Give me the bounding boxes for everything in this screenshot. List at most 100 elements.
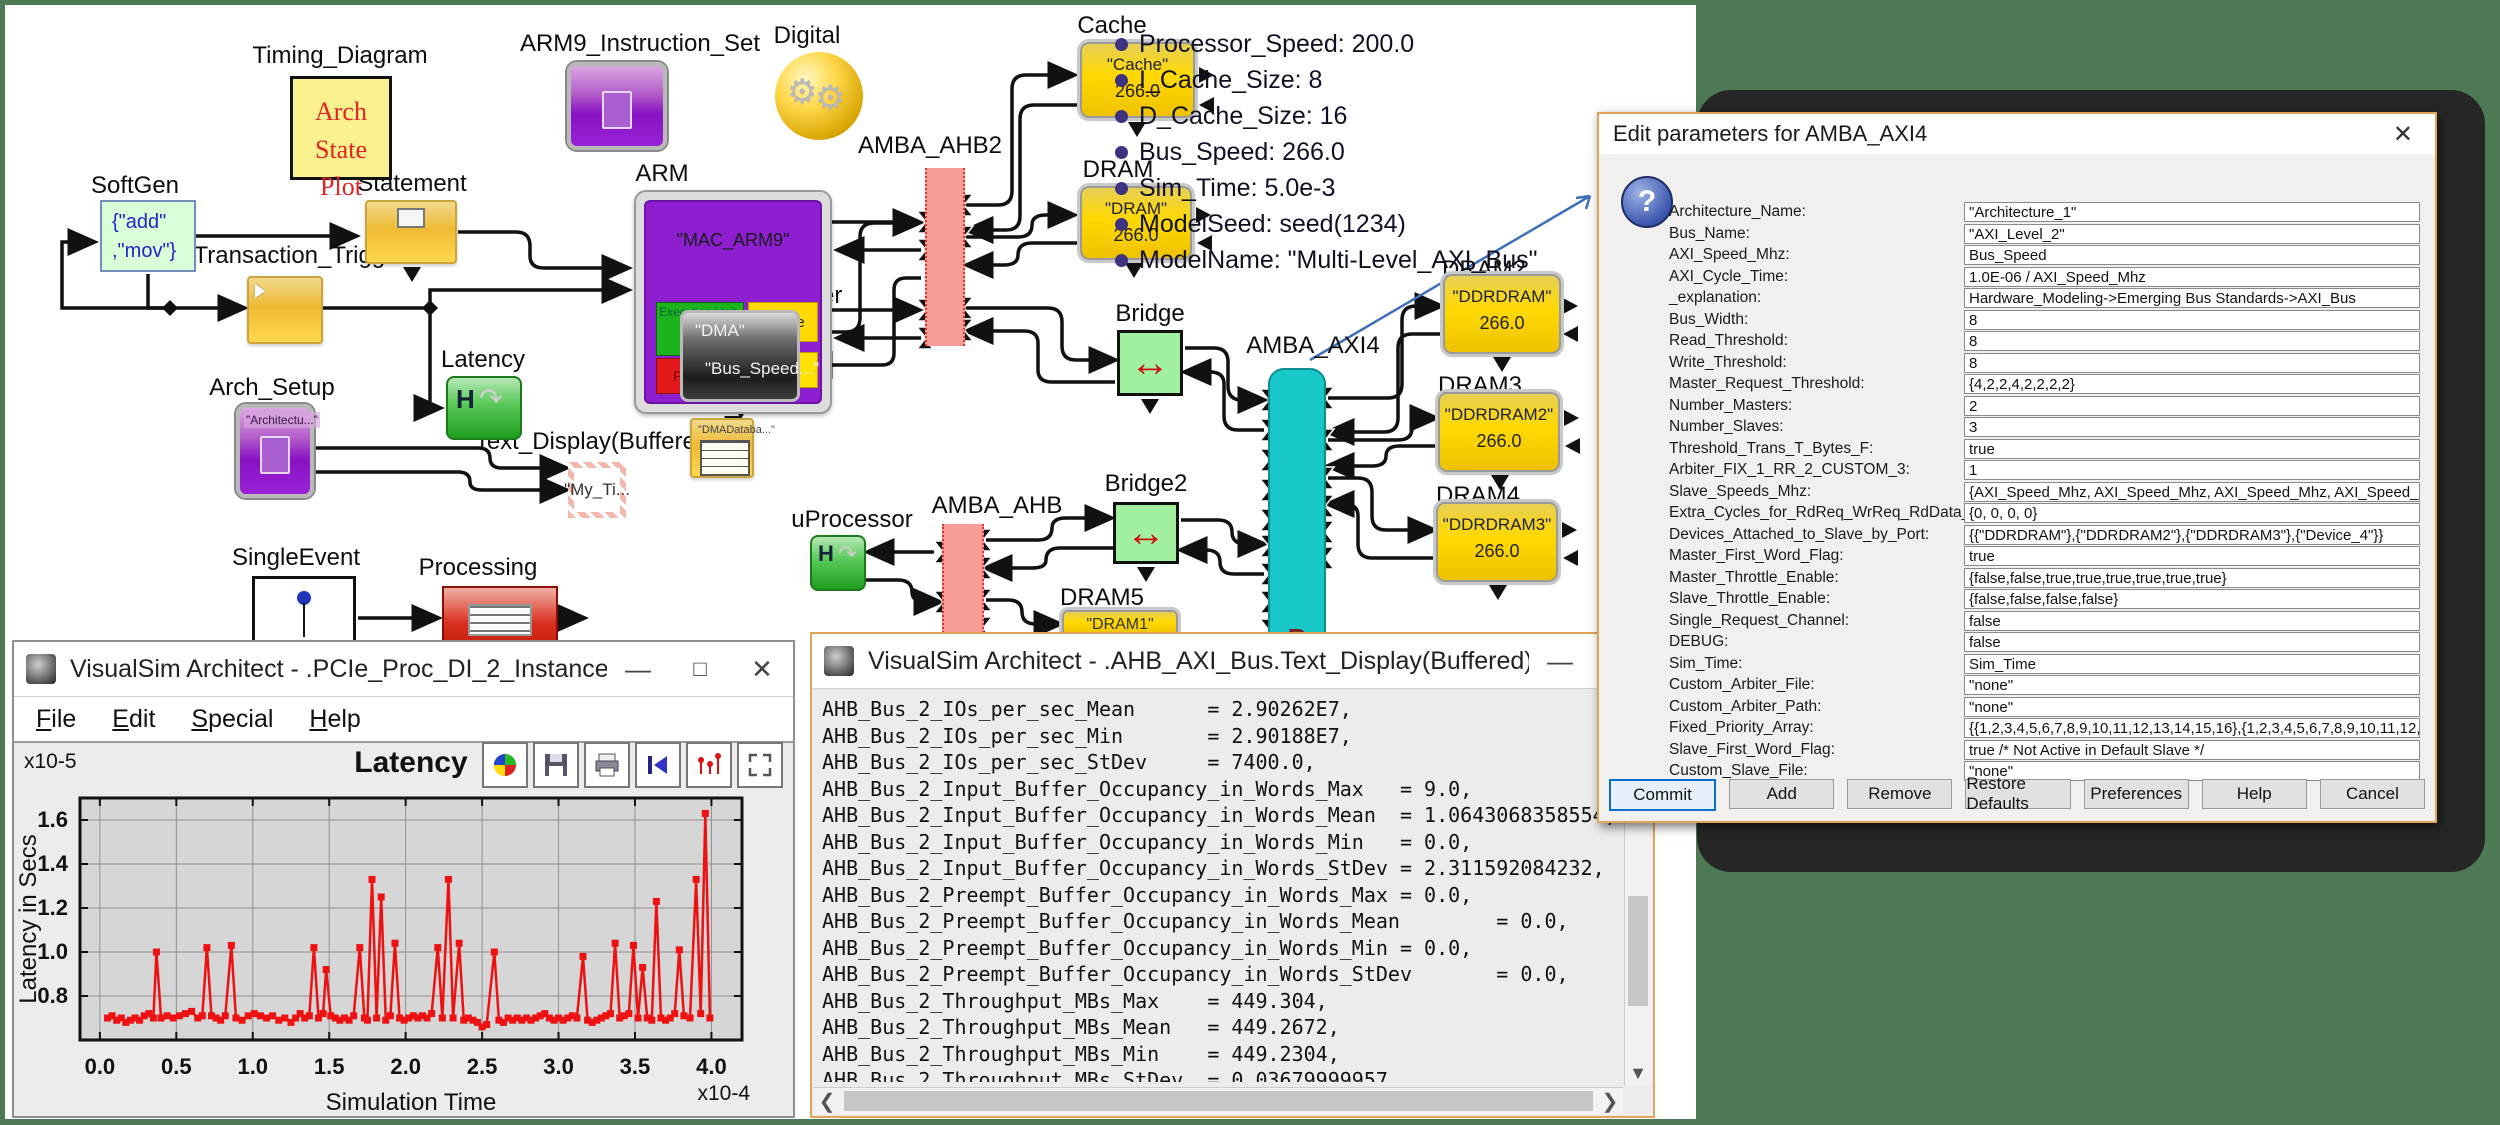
param-value-input[interactable]: 8 [1964, 309, 2420, 330]
palette-icon[interactable] [482, 742, 528, 788]
h-icon: H [456, 384, 475, 414]
dram2-block[interactable]: "DDRDRAM"266.0 [1443, 274, 1561, 354]
data-point-marker [607, 1010, 615, 1018]
preferences-button[interactable]: Preferences [2083, 779, 2189, 809]
param-label: Custom_Arbiter_File: [1669, 676, 1815, 693]
remove-button[interactable]: Remove [1847, 779, 1953, 809]
add-button[interactable]: Add [1729, 779, 1835, 809]
param-value-input[interactable]: {{"DDRDRAM"},{"DDRDRAM2"},{"DDRDRAM3"},{… [1964, 524, 2420, 545]
param-value-input[interactable]: {false,false,true,true,true,true,true,tr… [1964, 567, 2420, 588]
scroll-down-icon[interactable]: ▼ [1625, 1060, 1651, 1086]
dma-controller-block[interactable]: "DMA" "Bus_Speed..." [680, 310, 819, 402]
restore-defaults-button[interactable]: Restore Defaults [1965, 774, 2071, 813]
amba-ahb-bus[interactable] [942, 524, 984, 636]
transaction-trigger-block[interactable] [247, 276, 323, 344]
param-value-input[interactable]: 1.0E-06 / AXI_Speed_Mhz [1964, 266, 2420, 287]
database2-block[interactable]: "DMADataba..." [690, 418, 775, 478]
param-value-input[interactable]: true [1964, 438, 2420, 459]
dram-block[interactable]: "DRAM"266.0 [1080, 186, 1192, 260]
param-value-input[interactable]: Bus_Speed [1964, 245, 2420, 265]
close-icon[interactable]: ✕ [2392, 120, 2413, 148]
param-value-input[interactable]: "none" [1964, 761, 2420, 781]
param-value-input[interactable]: {{1,2,3,4,5,6,7,8,9,10,11,12,13,14,15,16… [1964, 718, 2420, 738]
text-display-block[interactable]: "My_Ti... [564, 462, 630, 518]
dram3-block[interactable]: "DDRDRAM2"266.0 [1438, 392, 1560, 472]
fullscreen-icon[interactable] [737, 742, 783, 788]
commit-button[interactable]: Commit [1609, 779, 1717, 811]
stats-text-area[interactable]: AHB_Bus_2_IOs_per_sec_Mean = 2.90262E7,A… [822, 696, 1619, 1082]
data-point-marker [136, 1016, 144, 1024]
y-axis-label: Latency in Secs [15, 834, 42, 1003]
arm9-instruction-set-block[interactable] [567, 62, 667, 150]
wire [1328, 476, 1439, 544]
cancel-button[interactable]: Cancel [2319, 779, 2425, 809]
plot-window-titlebar[interactable]: VisualSim Architect - .PCIe_Proc_DI_2_In… [14, 642, 793, 697]
param-label: Master_Throttle_Enable: [1669, 568, 1839, 586]
menu-edit[interactable]: Edit [112, 704, 156, 733]
menu-special[interactable]: Special [191, 704, 274, 733]
param-value-input[interactable]: "none" [1964, 675, 2420, 695]
param-value-input[interactable]: Sim_Time [1964, 653, 2420, 674]
param-value-input[interactable]: Hardware_Modeling->Emerging Bus Standard… [1964, 288, 2420, 308]
minimize-button[interactable]: — [1547, 645, 1573, 676]
param-value-input[interactable]: 8 [1964, 331, 2420, 351]
scroll-right-icon[interactable]: ❯ [1601, 1090, 1619, 1113]
dialog-titlebar[interactable]: Edit parameters for AMBA_AXI4 ✕ [1599, 114, 2435, 154]
x-tick-label: 2.0 [390, 1054, 421, 1079]
uprocessor-block[interactable]: H ↷ [810, 535, 866, 591]
stem-plot-icon[interactable] [686, 742, 732, 788]
param-value-input[interactable]: {AXI_Speed_Mhz, AXI_Speed_Mhz, AXI_Speed… [1964, 481, 2420, 502]
dram4-block[interactable]: "DDRDRAM3"266.0 [1436, 502, 1558, 582]
label-single-event: SingleEvent [231, 544, 361, 571]
arch-setup-block[interactable]: "Architectu..." [236, 404, 320, 498]
visualsim-app-icon [824, 646, 854, 676]
cache-block[interactable]: "Cache"266.0 [1080, 42, 1195, 118]
param-value-input[interactable]: {0, 0, 0, 0} [1964, 503, 2420, 523]
timing-diagram-block[interactable]: Arch State Plot [290, 76, 392, 201]
scrollbar-thumb[interactable] [1628, 895, 1648, 1006]
param-value-input[interactable]: 8 [1964, 352, 2420, 373]
help-button[interactable]: Help [2201, 779, 2307, 809]
data-point-marker [573, 1014, 581, 1022]
softgen-block[interactable]: {"add","mov"} [100, 200, 196, 272]
menu-file[interactable]: File [36, 704, 77, 733]
close-button[interactable]: ✕ [751, 653, 773, 684]
param-value-input[interactable]: "Architecture_1" [1964, 202, 2420, 222]
digital-block[interactable]: ⚙ ⚙ [775, 52, 863, 140]
param-value-input[interactable]: 3 [1964, 417, 2420, 437]
param-value-input[interactable]: {4,2,2,4,2,2,2,2} [1964, 374, 2420, 394]
help-question-icon[interactable]: ? [1621, 176, 1673, 228]
bridge2-block[interactable]: ↔ [1113, 502, 1179, 564]
save-icon[interactable] [533, 742, 579, 788]
edit-parameters-dialog: Edit parameters for AMBA_AXI4 ✕ ? Archit… [1597, 112, 2437, 823]
param-value-input[interactable]: "none" [1964, 696, 2420, 717]
data-point-marker [662, 1016, 670, 1024]
latency-block[interactable]: H ↷ [446, 376, 522, 440]
param-value-input[interactable]: false [1964, 632, 2420, 652]
param-value-input[interactable]: "AXI_Level_2" [1964, 223, 2420, 244]
stat-line: AHB_Bus_2_IOs_per_sec_Mean = 2.90262E7, [822, 697, 1352, 721]
print-icon[interactable] [584, 742, 630, 788]
amba-ahb2-bus[interactable] [925, 168, 965, 346]
data-point-marker [350, 1012, 358, 1020]
data-point-marker [518, 1016, 526, 1024]
param-value-input[interactable]: 2 [1964, 395, 2420, 416]
param-value-input[interactable]: true [1964, 546, 2420, 566]
horizontal-scrollbar[interactable]: ❮❯ [814, 1087, 1623, 1114]
scrollbar-thumb[interactable] [844, 1091, 1593, 1111]
param-value-input[interactable]: 1 [1964, 460, 2420, 480]
menu-help[interactable]: Help [309, 704, 361, 733]
port-arrow-icon [1493, 357, 1511, 372]
bridge-block[interactable]: ↔ [1117, 330, 1183, 396]
text-window-titlebar[interactable]: VisualSim Architect - .AHB_AXI_Bus.Text_… [812, 634, 1653, 689]
param-value-input[interactable]: {false,false,false,false} [1964, 589, 2420, 609]
param-value-input[interactable]: false [1964, 610, 2420, 631]
rewind-icon[interactable] [635, 742, 681, 788]
wire [1328, 292, 1446, 400]
scroll-left-icon[interactable]: ❮ [818, 1090, 836, 1113]
maximize-button[interactable]: □ [693, 656, 707, 681]
minimize-button[interactable]: — [625, 653, 651, 684]
statement-block[interactable] [365, 200, 457, 264]
param-value-input[interactable]: true /* Not Active in Default Slave */ [1964, 739, 2420, 760]
